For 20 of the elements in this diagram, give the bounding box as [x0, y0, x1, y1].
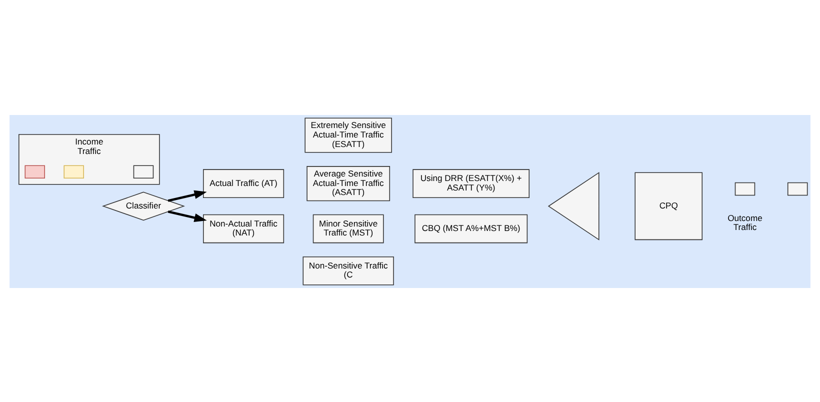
node-box	[787, 182, 808, 196]
node-box	[64, 164, 84, 178]
node-triangle	[548, 171, 600, 240]
node-box	[133, 164, 154, 178]
node-diamond: Classifier	[102, 191, 185, 220]
node-box: Extremely Sensitive Actual-Time Traffic (ESATT)	[304, 117, 392, 152]
node-box: CBQ (MST A%+MST B%)	[414, 214, 528, 243]
node-box: Minor Sensitive Traffic (MST)	[312, 214, 384, 243]
node-box: Non-Sensitive Traffic (C	[302, 256, 394, 285]
arrow	[168, 190, 207, 202]
node-box: Using DRR (ESATT(X%) + ASATT (Y%)	[412, 168, 530, 198]
node-box: CPQ	[634, 172, 703, 240]
node-box: Actual Traffic (AT)	[203, 168, 284, 198]
cluster: Income Traffic	[18, 134, 160, 184]
node-box: Average Sensitive Actual-Time Traffic (ASATT)	[306, 166, 390, 201]
node-box	[734, 182, 756, 196]
node-box	[24, 164, 45, 178]
node-box: Non-Actual Traffic (NAT)	[203, 214, 284, 243]
label: Outcome Traffic	[728, 212, 762, 232]
arrow	[168, 210, 207, 222]
